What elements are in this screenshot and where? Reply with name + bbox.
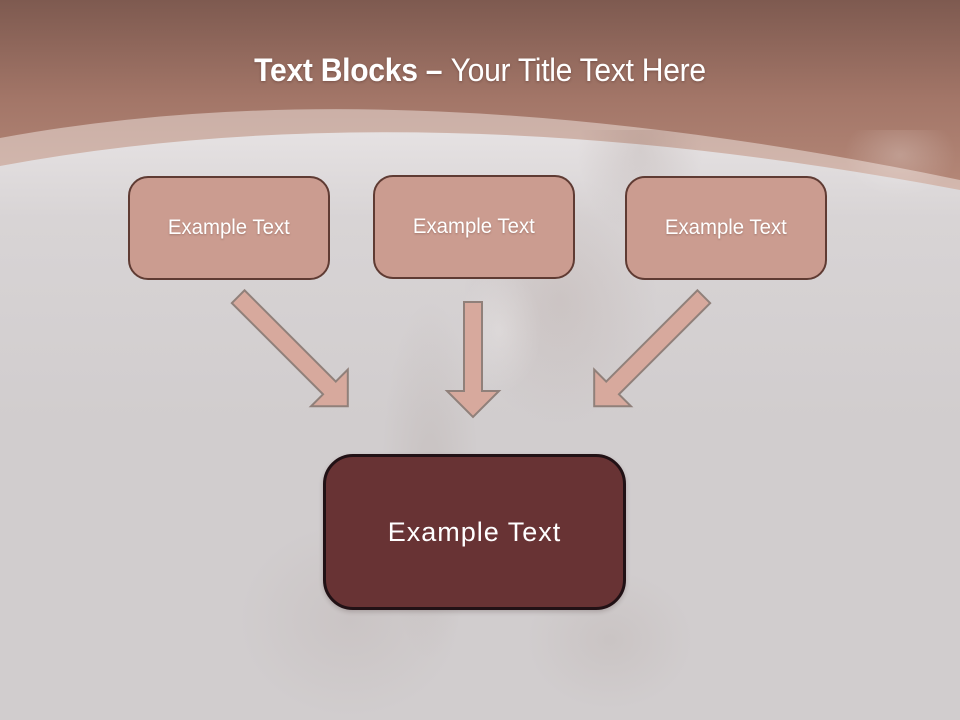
slide-title: Text Blocks –Your Title Text Here [29,52,931,89]
text-block-3: Example Text [625,176,827,280]
text-block-2: Example Text [373,175,575,279]
text-block-3-label: Example Text [665,216,787,239]
arrow-shape [593,288,712,408]
arrow-down-icon [444,301,502,419]
title-rest: Your Title Text Here [450,52,706,88]
text-block-1-label: Example Text [168,216,290,239]
arrow-shape [230,288,349,408]
text-block-1: Example Text [128,176,330,280]
arrow-down-right-icon [218,276,369,427]
result-block-label: Example Text [387,516,562,547]
arrow-shape [444,301,502,419]
title-emphasis: Text Blocks – [254,52,443,88]
text-block-2-label: Example Text [413,215,535,238]
arrow-down-left-icon [574,276,725,427]
result-block: Example Text [323,454,626,610]
